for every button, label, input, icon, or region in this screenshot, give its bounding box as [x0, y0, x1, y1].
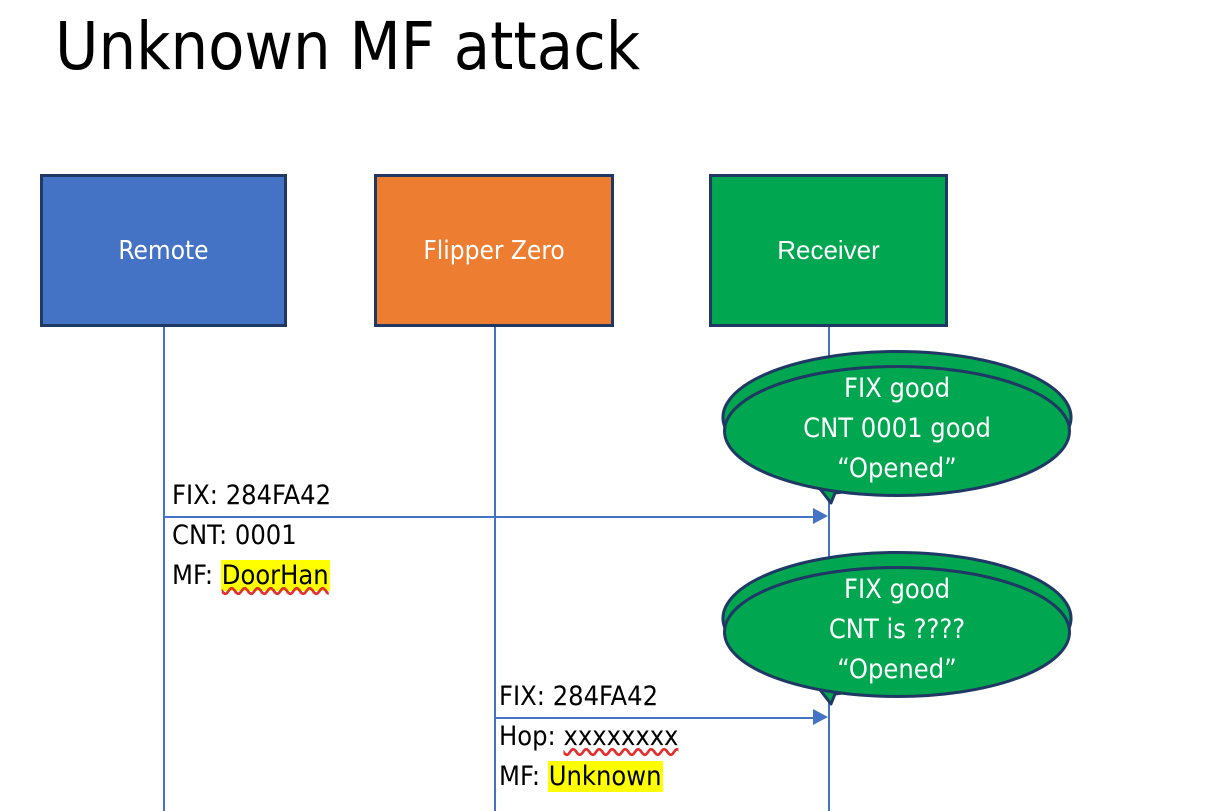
lifeline-remote: [163, 326, 165, 811]
message-line: MF: DoorHan: [172, 560, 330, 591]
message-line-label: FIX:: [499, 681, 545, 712]
speech-bubble-second-shape: [721, 550, 1073, 706]
message-line-value-highlighted: Unknown: [547, 761, 663, 792]
actor-label-remote: Remote: [118, 235, 209, 266]
arrowhead-remote-to-receiver: [813, 508, 828, 524]
actor-label-flipper-zero: Flipper Zero: [423, 235, 565, 266]
speech-bubble-second: FIX good CNT is ???? “Opened”: [721, 550, 1073, 721]
message-line: FIX: 284FA42: [172, 480, 331, 511]
message-line: FIX: 284FA42: [499, 681, 658, 712]
message-line-label: FIX:: [172, 480, 218, 511]
message-line-label: CNT:: [172, 520, 228, 551]
actor-box-flipper-zero[interactable]: Flipper Zero: [374, 174, 614, 327]
message-line-label: MF:: [499, 761, 541, 792]
actor-box-remote[interactable]: Remote: [40, 174, 287, 327]
lifeline-flipper: [494, 326, 496, 811]
message-line-space: [540, 761, 548, 792]
speech-bubble-first: FIX good CNT 0001 good “Opened”: [721, 349, 1073, 520]
message-line-value: 284FA42: [552, 681, 659, 712]
message-line: Hop: xxxxxxxx: [499, 721, 678, 752]
message-arrow-flipper-to-receiver: [494, 717, 815, 719]
message-line-value-highlighted: DoorHan: [220, 560, 330, 591]
message-line-label: Hop:: [499, 721, 556, 752]
message-line: CNT: 0001: [172, 520, 297, 551]
actor-box-receiver[interactable]: Receiver: [709, 174, 948, 327]
message-line-value: 0001: [234, 520, 297, 551]
message-line-value: 284FA42: [225, 480, 332, 511]
message-line-space: [227, 520, 235, 551]
message-line-value: xxxxxxxx: [563, 721, 679, 752]
page-title: Unknown MF attack: [55, 8, 641, 85]
message-line-space: [213, 560, 221, 591]
message-line-space: [218, 480, 226, 511]
speech-bubble-first-shape: [721, 349, 1073, 505]
message-arrow-remote-to-receiver: [163, 516, 815, 518]
arrowhead-flipper-to-receiver: [813, 709, 828, 725]
message-line: MF: Unknown: [499, 761, 663, 792]
message-line-space: [545, 681, 553, 712]
message-line-label: MF:: [172, 560, 214, 591]
actor-label-receiver: Receiver: [777, 235, 880, 265]
